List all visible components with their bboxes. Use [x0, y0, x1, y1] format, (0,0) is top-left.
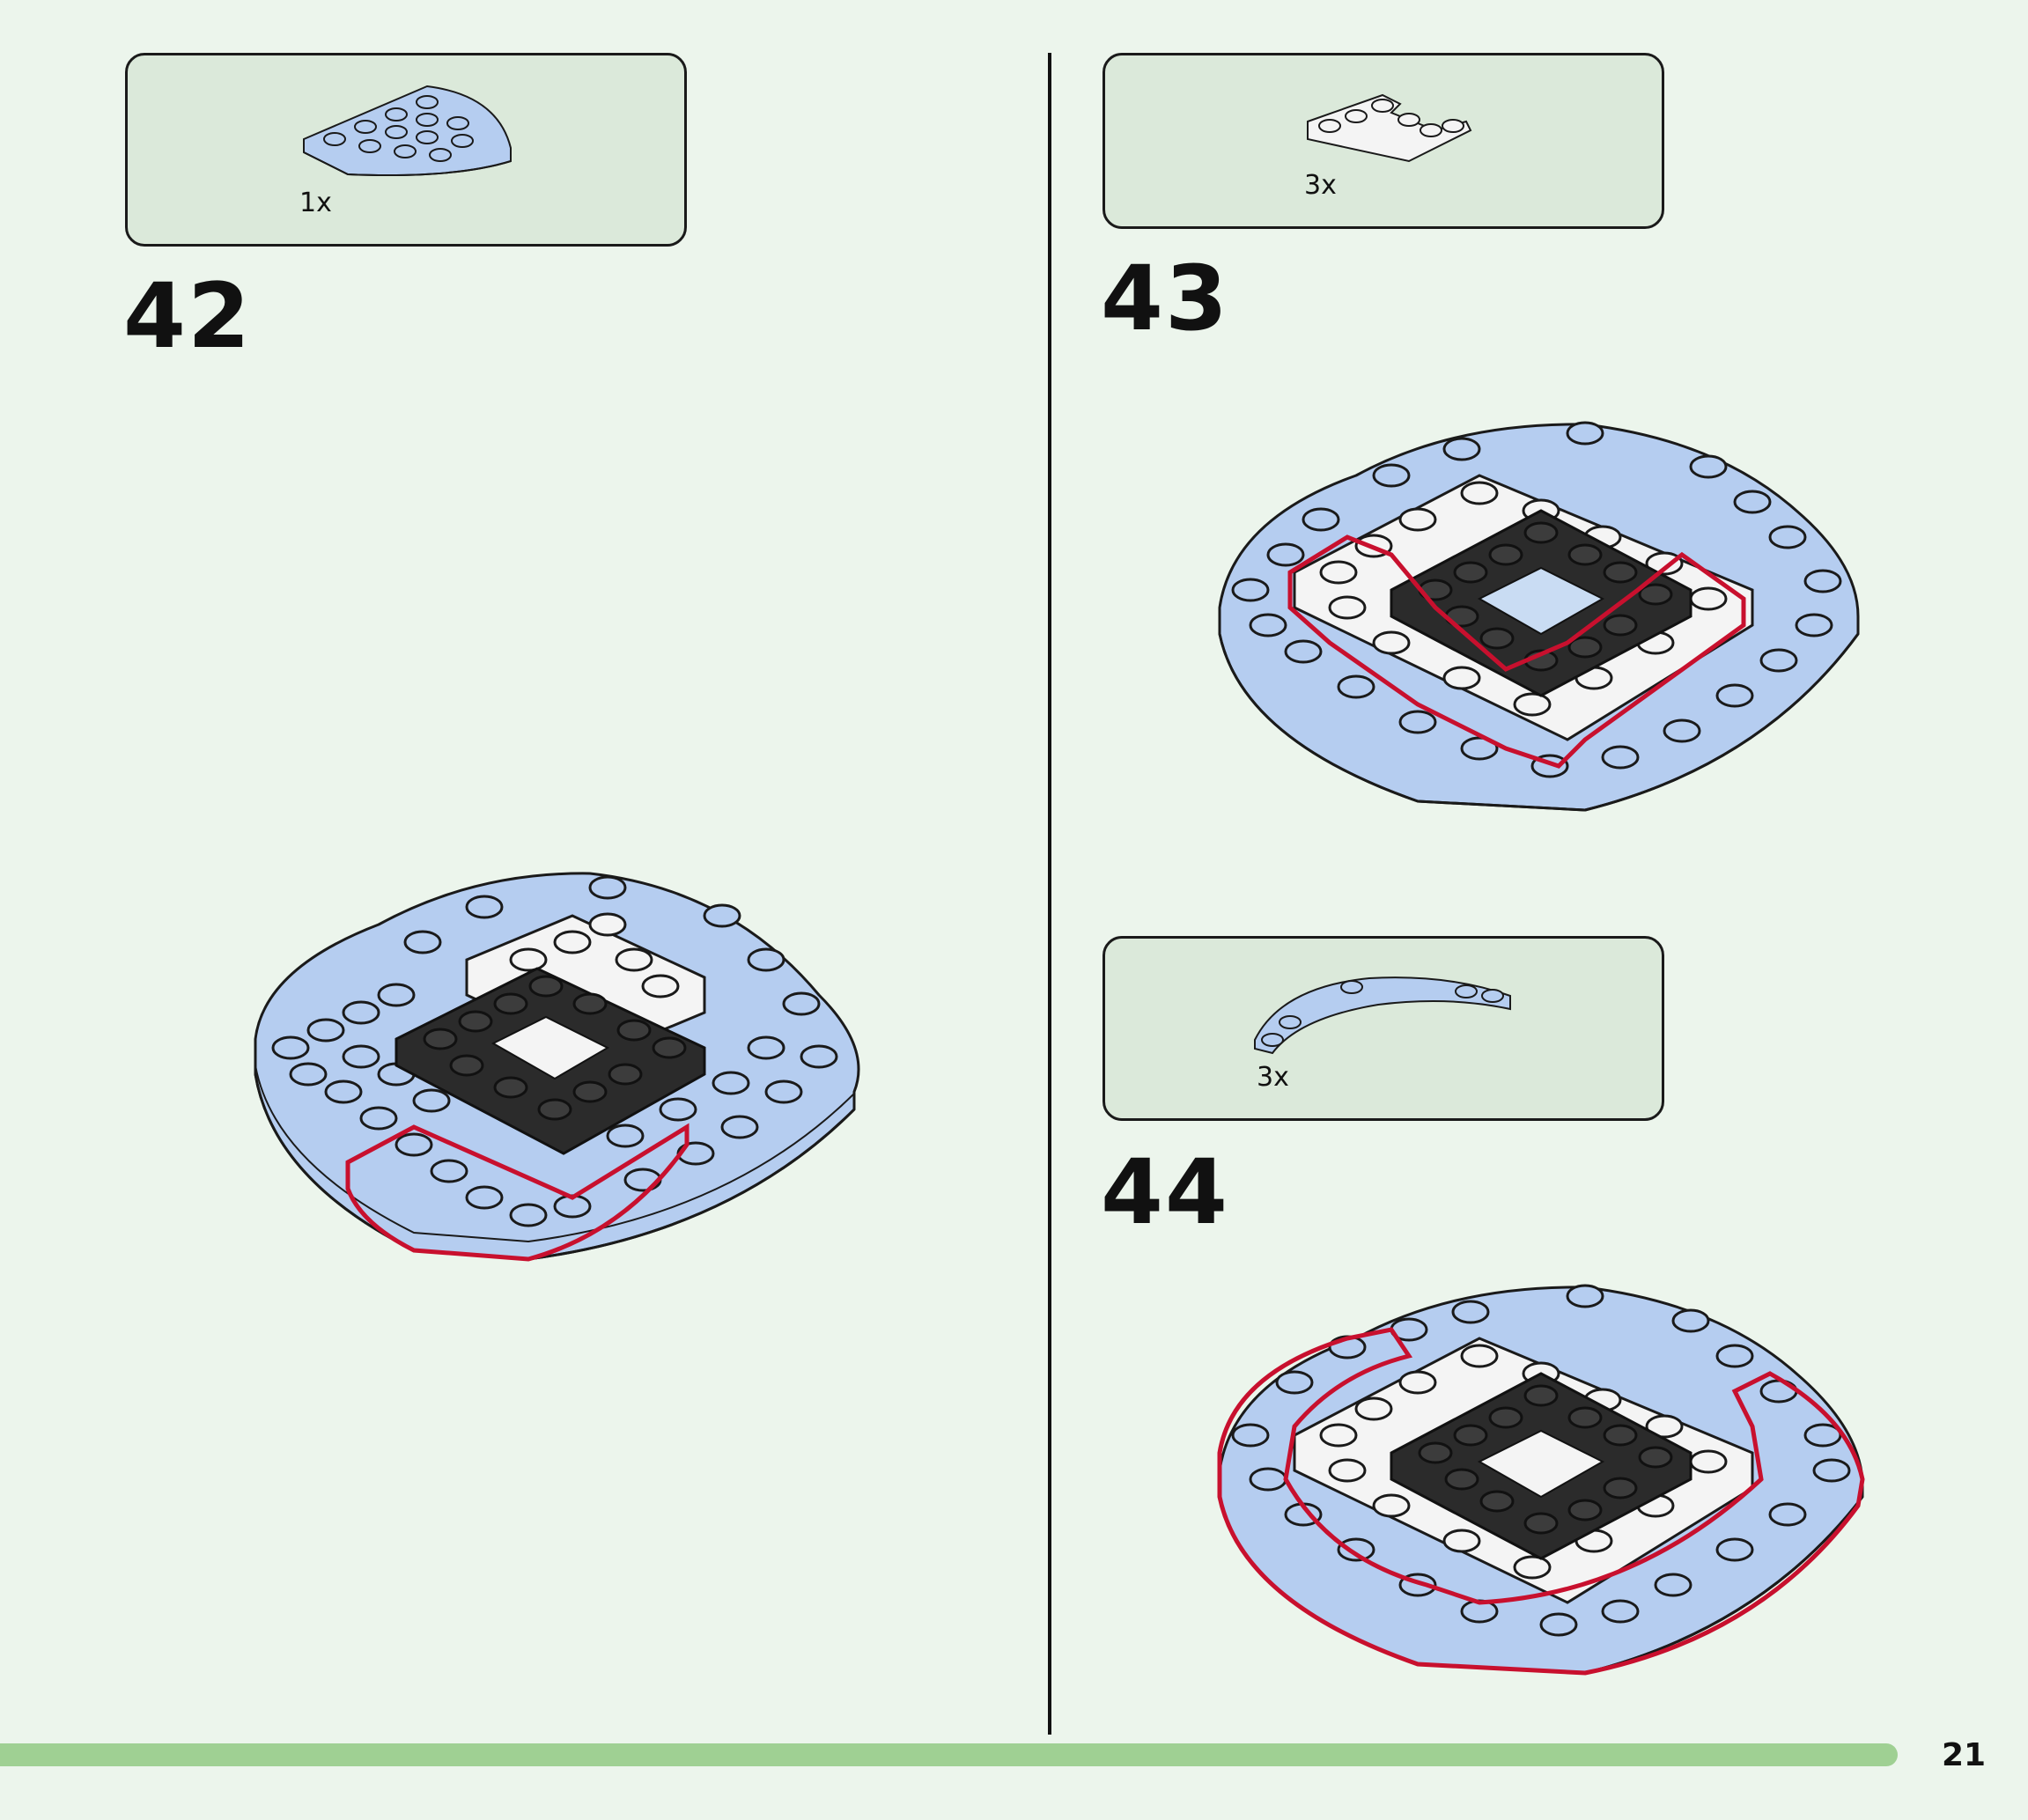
- step-42-assembly-illustration: [254, 872, 860, 1262]
- part-quantity: 3x: [1304, 170, 1337, 201]
- page-number: 21: [1942, 1737, 1987, 1773]
- white-corner-plate-icon: [1307, 93, 1472, 163]
- step-number-42: 42: [123, 264, 252, 369]
- progress-bar: [0, 1743, 1898, 1766]
- parts-callout-step-44: 3x: [1102, 936, 1664, 1121]
- light-blue-curved-arch-plate-icon: [1254, 976, 1511, 1055]
- step-number-43: 43: [1101, 247, 1229, 351]
- light-blue-quarter-round-plate-icon: [303, 85, 512, 176]
- step-43-assembly-illustration: [1218, 421, 1860, 812]
- part-quantity: 1x: [299, 188, 332, 218]
- step-44-assembly-illustration: [1217, 1284, 1865, 1676]
- parts-callout-step-43: 3x: [1102, 53, 1664, 229]
- column-divider: [1048, 53, 1051, 1735]
- part-quantity: 3x: [1257, 1062, 1289, 1093]
- parts-callout-step-42: 1x: [125, 53, 687, 247]
- step-number-44: 44: [1101, 1140, 1229, 1245]
